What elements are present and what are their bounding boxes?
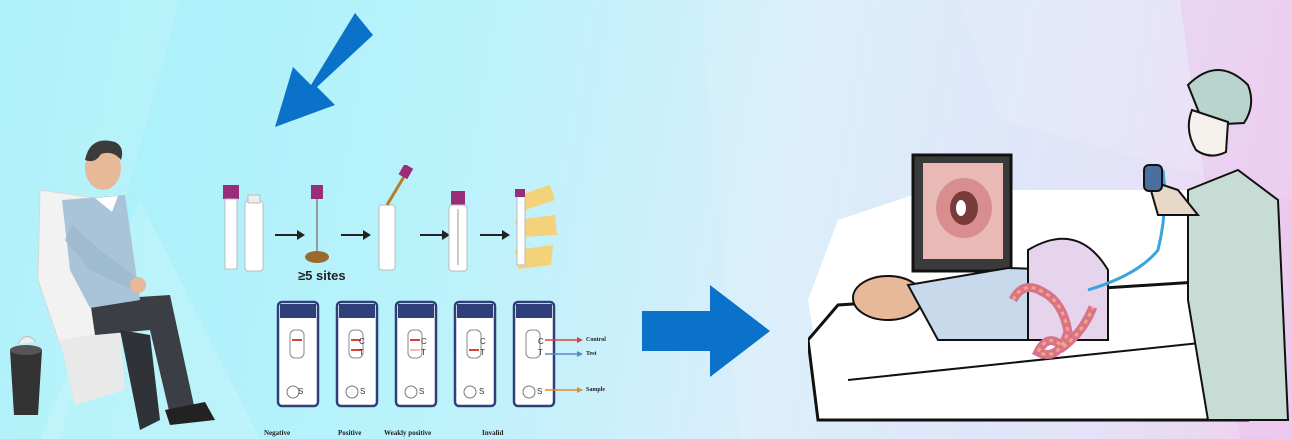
- letter-s-2: S: [360, 387, 365, 396]
- stool-sampling-steps: [215, 165, 615, 285]
- caption-weakly-positive: Weakly positive: [384, 429, 431, 437]
- legend-arrows: [545, 334, 585, 398]
- letter-s-1: S: [298, 387, 303, 396]
- step-arrow-icon: [480, 230, 510, 240]
- step-arrow-icon: [420, 230, 450, 240]
- legend-sample: Sample: [586, 387, 605, 393]
- arrow-down-left-icon: [265, 5, 375, 130]
- letter-t-1: T: [359, 348, 364, 357]
- test-cassette: [396, 302, 436, 406]
- legend-control: Control: [586, 337, 606, 343]
- letter-t-2: T: [421, 348, 426, 357]
- step-arrow-icon: [275, 230, 305, 240]
- letter-c-3: C: [480, 337, 486, 346]
- letter-c-2: C: [421, 337, 427, 346]
- colonoscopy-illustration: [808, 40, 1292, 439]
- arrow-right-icon: [642, 285, 772, 380]
- sample-tube: [223, 185, 263, 271]
- letter-c-4: C: [538, 337, 544, 346]
- step-arrow-icon: [341, 230, 371, 240]
- man-on-toilet-illustration: [0, 130, 240, 439]
- sites-label: ≥5 sites: [298, 268, 346, 283]
- legend-test: Test: [586, 351, 596, 357]
- letter-t-4: T: [538, 348, 543, 357]
- caption-negative: Negative: [264, 429, 290, 437]
- test-cassette: [337, 302, 377, 406]
- letter-c-1: C: [359, 337, 365, 346]
- test-cassette: [455, 302, 495, 406]
- letter-t-3: T: [480, 348, 485, 357]
- letter-s-3: S: [419, 387, 424, 396]
- letter-s-5: S: [537, 387, 542, 396]
- letter-s-4: S: [479, 387, 484, 396]
- caption-positive: Positive: [338, 429, 361, 437]
- caption-invalid: Invalid: [482, 429, 503, 437]
